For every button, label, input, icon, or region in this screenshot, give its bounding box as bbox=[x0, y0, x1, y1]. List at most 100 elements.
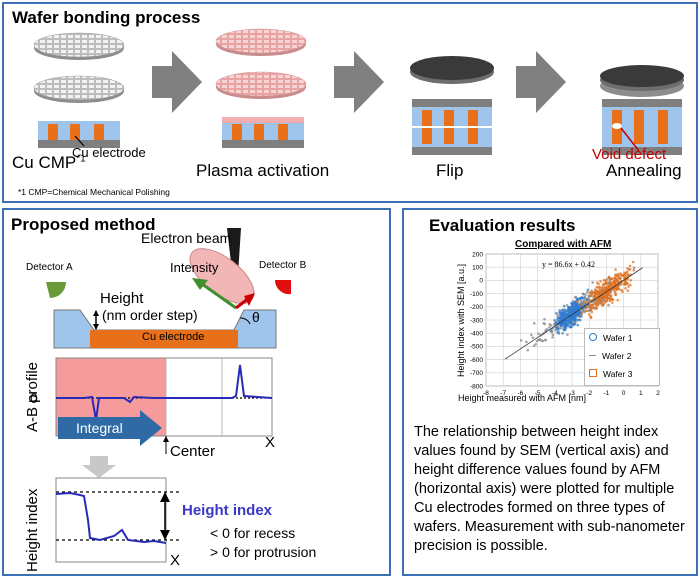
data-point bbox=[616, 275, 620, 278]
data-point bbox=[627, 285, 630, 288]
data-point bbox=[532, 322, 536, 325]
data-point bbox=[584, 306, 588, 310]
wafer-bonding-panel: Wafer bonding process bbox=[2, 2, 698, 203]
data-point bbox=[526, 348, 530, 352]
data-point bbox=[551, 333, 555, 337]
zero-label: 0 bbox=[30, 390, 38, 406]
data-point bbox=[555, 327, 559, 331]
data-point bbox=[595, 281, 599, 284]
data-point bbox=[576, 312, 580, 315]
data-point bbox=[574, 320, 577, 324]
data-point bbox=[594, 288, 597, 291]
data-point bbox=[548, 322, 552, 326]
data-point bbox=[576, 318, 580, 322]
data-point bbox=[632, 266, 636, 270]
x-tick-label: -2 bbox=[586, 390, 592, 397]
y-tick-label: 100 bbox=[472, 265, 483, 272]
x-tick-label: -6 bbox=[518, 390, 524, 397]
data-point bbox=[560, 309, 564, 312]
data-point bbox=[586, 288, 590, 292]
intensity-label: Intensity bbox=[170, 260, 219, 275]
data-point bbox=[607, 292, 610, 295]
data-point bbox=[573, 314, 576, 318]
data-point bbox=[595, 304, 598, 307]
data-point bbox=[602, 278, 606, 282]
integral-arrow bbox=[58, 410, 162, 446]
y-tick-label: -800 bbox=[470, 383, 483, 390]
data-point bbox=[565, 318, 568, 322]
data-point bbox=[625, 281, 629, 285]
evaluation-results-panel: Evaluation results Compared with AFM -8-… bbox=[402, 208, 698, 576]
detector-a-label: Detector A bbox=[26, 262, 73, 273]
step-label: (nm order step) bbox=[102, 307, 198, 323]
data-point bbox=[607, 281, 611, 284]
data-point bbox=[623, 273, 627, 276]
x-axis-title: Height measured with AFM [nm] bbox=[458, 393, 587, 403]
y-tick-label: -500 bbox=[470, 344, 483, 351]
theta-label: θ bbox=[252, 309, 260, 325]
data-point bbox=[555, 321, 558, 324]
process-arrow-3 bbox=[516, 51, 566, 113]
data-point bbox=[614, 293, 618, 296]
data-point bbox=[618, 277, 621, 280]
x-tick-label: -3 bbox=[569, 390, 575, 397]
data-point bbox=[585, 290, 589, 294]
height-index-axis-label: Height index bbox=[24, 488, 41, 572]
data-point bbox=[572, 319, 576, 322]
data-point bbox=[599, 302, 603, 305]
data-point bbox=[628, 264, 632, 268]
data-point bbox=[624, 280, 627, 284]
data-point bbox=[547, 325, 551, 329]
data-point bbox=[607, 275, 611, 279]
data-point bbox=[551, 336, 554, 339]
center-label: Center bbox=[170, 443, 216, 460]
data-point bbox=[566, 333, 569, 336]
data-point bbox=[535, 339, 539, 343]
data-point bbox=[588, 313, 591, 316]
data-point bbox=[568, 311, 571, 315]
step-label-plasma: Plasma activation bbox=[196, 161, 330, 180]
data-point bbox=[575, 307, 578, 311]
data-point bbox=[602, 297, 606, 300]
data-point bbox=[609, 282, 612, 286]
results-description: The relationship between height index va… bbox=[414, 424, 685, 554]
data-point bbox=[619, 283, 623, 286]
data-point bbox=[545, 327, 549, 331]
data-point bbox=[600, 291, 603, 294]
ab-profile-label: A-B profile bbox=[24, 361, 41, 432]
data-point bbox=[565, 310, 569, 314]
data-point bbox=[599, 280, 602, 283]
y-tick-label: -200 bbox=[470, 304, 483, 311]
electron-beam-label: Electron beam bbox=[141, 230, 232, 246]
data-point bbox=[576, 300, 580, 304]
x-tick-label: -1 bbox=[604, 390, 610, 397]
data-point bbox=[578, 304, 581, 308]
data-point bbox=[563, 308, 567, 312]
x-tick-label: 0 bbox=[622, 390, 626, 397]
data-point bbox=[605, 282, 608, 286]
data-point bbox=[580, 303, 583, 307]
x-tick-label: -4 bbox=[552, 390, 558, 397]
data-point bbox=[598, 285, 602, 289]
data-point bbox=[542, 322, 546, 325]
bonded-wafer bbox=[600, 65, 684, 97]
bonding-process-diagram bbox=[33, 28, 684, 155]
x-tick-label: -5 bbox=[535, 390, 541, 397]
y-tick-label: 0 bbox=[479, 278, 483, 285]
data-point bbox=[589, 308, 593, 312]
fit-line bbox=[504, 267, 643, 360]
data-point bbox=[571, 315, 574, 318]
data-point bbox=[565, 304, 569, 307]
data-point bbox=[597, 290, 601, 293]
height-index-title: Height index bbox=[182, 502, 273, 519]
data-point bbox=[537, 332, 540, 336]
process-arrow-2 bbox=[334, 51, 384, 113]
void bbox=[612, 123, 622, 129]
data-point bbox=[540, 339, 544, 342]
step-label-flip: Flip bbox=[436, 161, 464, 180]
data-point bbox=[557, 319, 560, 323]
data-point bbox=[588, 305, 591, 309]
data-point bbox=[615, 277, 618, 281]
flipped-wafer bbox=[410, 56, 494, 84]
